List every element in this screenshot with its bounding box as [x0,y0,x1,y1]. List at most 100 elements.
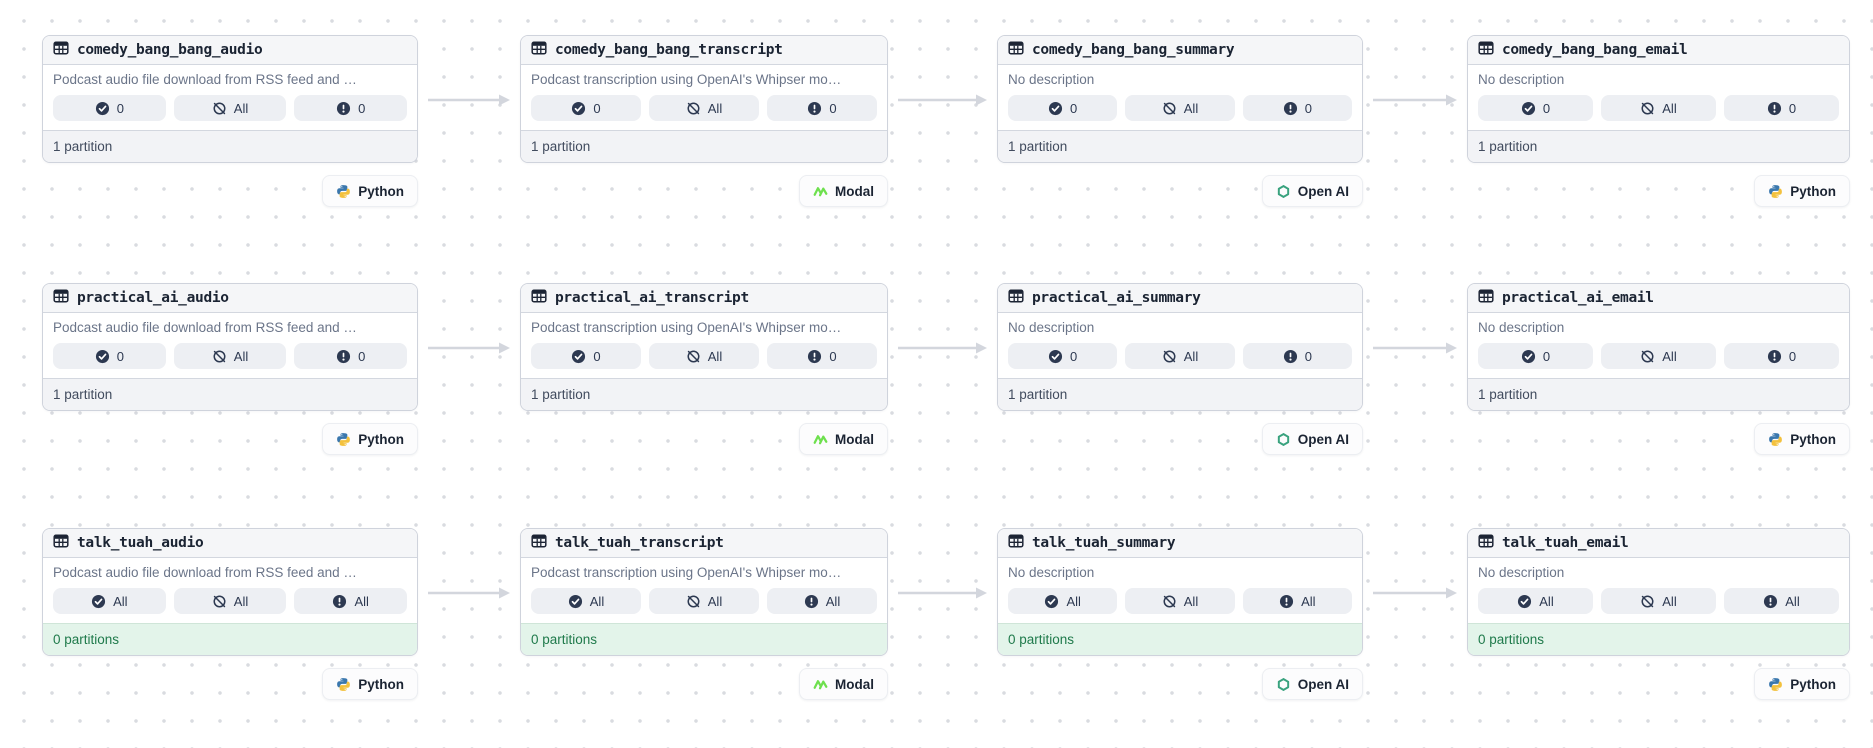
slash-circle-icon [1162,101,1177,116]
modal-logo-icon [813,432,828,447]
materialized-partitions-badge[interactable]: 0 [1478,343,1593,369]
partition-count: 1 partition [1468,378,1849,410]
asset-card-body: No description 0 All [1468,65,1849,130]
materialized-partitions-badge[interactable]: All [53,588,166,614]
asset-card-body: No description All All [1468,558,1849,623]
slash-circle-icon [1640,349,1655,364]
compute-kind-tag[interactable]: Python [322,423,418,455]
asset-node-card[interactable]: practical_ai_audio Podcast audio file do… [42,283,418,411]
missing-partitions-badge[interactable]: All [649,343,759,369]
compute-kind-label: Python [1790,183,1836,199]
failed-partitions-badge[interactable]: All [1724,588,1839,614]
failed-partitions-badge[interactable]: All [1242,588,1352,614]
materialized-partitions-badge[interactable]: 0 [1478,95,1593,121]
missing-partitions-badge[interactable]: All [649,95,759,121]
compute-kind-tag[interactable]: Open AI [1261,668,1363,700]
failed-partitions-badge[interactable]: 0 [294,343,408,369]
alert-circle-icon [336,349,351,364]
materialized-partitions-badge[interactable]: All [1478,588,1593,614]
badge-value: All [1662,593,1677,609]
materialized-partitions-badge[interactable]: All [1008,588,1118,614]
tag-row: Modal [520,423,888,455]
failed-partitions-badge[interactable]: All [294,588,408,614]
missing-partitions-badge[interactable]: All [1125,588,1235,614]
badge-value: All [589,593,605,609]
compute-kind-tag[interactable]: Open AI [1261,175,1363,207]
materialized-partitions-badge[interactable]: 0 [531,95,641,121]
failed-partitions-badge[interactable]: 0 [767,95,877,121]
compute-kind-tag[interactable]: Modal [799,175,888,207]
materialized-partitions-badge[interactable]: 0 [53,95,166,121]
missing-partitions-badge[interactable]: All [649,588,759,614]
failed-partitions-badge[interactable]: All [767,588,877,614]
materialized-partitions-badge[interactable]: 0 [531,343,641,369]
failed-partitions-badge[interactable]: 0 [1242,343,1352,369]
compute-kind-tag[interactable]: Modal [799,423,888,455]
partition-status-badges: All All All [531,588,877,614]
asset-node-card[interactable]: practical_ai_summary No description 0 [997,283,1363,411]
failed-partitions-badge[interactable]: 0 [767,343,877,369]
missing-partitions-badge[interactable]: All [1601,588,1716,614]
compute-kind-label: Open AI [1297,431,1349,447]
asset-node-card[interactable]: talk_tuah_transcript Podcast transcripti… [520,528,888,656]
partition-status-badges: All All All [53,588,408,614]
compute-kind-tag[interactable]: Python [322,668,418,700]
tag-row: Modal [520,668,888,700]
badge-value: 0 [829,348,837,364]
materialized-partitions-badge[interactable]: 0 [1008,343,1118,369]
missing-partitions-badge[interactable]: All [173,343,287,369]
openai-logo-icon [1276,184,1291,199]
compute-kind-tag[interactable]: Python [1754,423,1850,455]
failed-partitions-badge[interactable]: 0 [294,95,408,121]
badge-value: 0 [1070,348,1078,364]
partition-count: 0 partitions [998,623,1362,655]
materialized-partitions-badge[interactable]: All [531,588,641,614]
table-icon [1008,533,1024,554]
asset-node-card[interactable]: talk_tuah_summary No description All [997,528,1363,656]
missing-partitions-badge[interactable]: All [1601,343,1716,369]
asset-node-card[interactable]: talk_tuah_email No description All [1467,528,1850,656]
asset-node-card[interactable]: comedy_bang_bang_transcript Podcast tran… [520,35,888,163]
compute-kind-tag[interactable]: Modal [799,668,888,700]
asset-node-card[interactable]: talk_tuah_audio Podcast audio file downl… [42,528,418,656]
table-icon [1008,288,1024,309]
asset-card-header: practical_ai_email [1468,284,1849,313]
asset-name: talk_tuah_audio [77,535,204,551]
missing-partitions-badge[interactable]: All [1125,343,1235,369]
tag-row: Python [1467,668,1850,700]
missing-partitions-badge[interactable]: All [1125,95,1235,121]
materialized-partitions-badge[interactable]: 0 [53,343,166,369]
check-circle-icon [568,594,583,609]
compute-kind-tag[interactable]: Open AI [1261,423,1363,455]
asset-node-card[interactable]: comedy_bang_bang_summary No description … [997,35,1363,163]
missing-partitions-badge[interactable]: All [173,588,287,614]
asset-description: Podcast transcription using OpenAI's Whi… [531,320,842,335]
partition-count: 1 partition [521,378,887,410]
partition-status-badges: 0 All 0 [1008,343,1352,369]
badge-value: 0 [358,100,366,116]
asset-card-body: No description 0 All [998,313,1362,378]
failed-partitions-badge[interactable]: 0 [1724,343,1839,369]
python-logo-icon [336,184,351,199]
alert-circle-icon [336,101,351,116]
failed-partitions-badge[interactable]: 0 [1724,95,1839,121]
slash-circle-icon [686,594,701,609]
asset-node-card[interactable]: comedy_bang_bang_email No description 0 [1467,35,1850,163]
materialized-partitions-badge[interactable]: 0 [1008,95,1118,121]
missing-partitions-badge[interactable]: All [1601,95,1716,121]
compute-kind-tag[interactable]: Python [1754,668,1850,700]
table-icon [1478,533,1494,554]
compute-kind-tag[interactable]: Python [1754,175,1850,207]
missing-partitions-badge[interactable]: All [173,95,287,121]
asset-node-card[interactable]: practical_ai_transcript Podcast transcri… [520,283,888,411]
asset-node-card[interactable]: comedy_bang_bang_audio Podcast audio fil… [42,35,418,163]
compute-kind-label: Open AI [1297,676,1349,692]
partition-status-badges: 0 All 0 [53,95,408,121]
asset-node-card[interactable]: practical_ai_email No description 0 [1467,283,1850,411]
badge-value: All [1662,348,1677,364]
failed-partitions-badge[interactable]: 0 [1242,95,1352,121]
asset-node: talk_tuah_email No description All [1467,528,1850,700]
badge-value: 0 [116,100,124,116]
compute-kind-tag[interactable]: Python [322,175,418,207]
asset-node: comedy_bang_bang_email No description 0 [1467,35,1850,207]
